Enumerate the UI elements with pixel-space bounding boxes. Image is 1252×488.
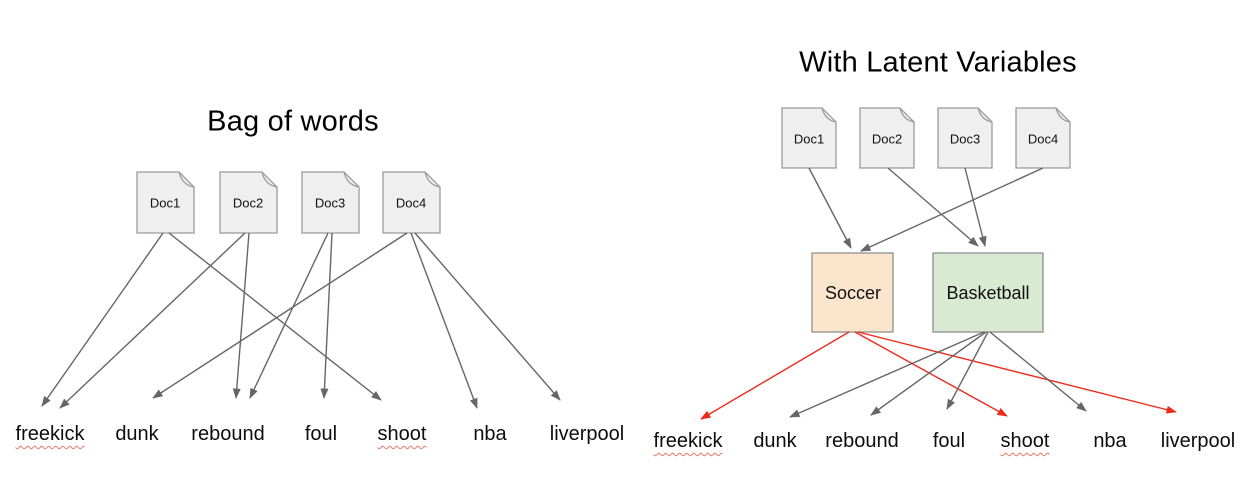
- arrow-doc2-basketball: [887, 167, 979, 247]
- doc-shape: [136, 171, 195, 234]
- soccer-word-arrows: [700, 331, 1177, 420]
- doc-fold-icon: [821, 107, 837, 123]
- arrow-soccer-freekick: [700, 331, 850, 420]
- arrow-doc4-dunk: [152, 232, 408, 399]
- arrow-doc1-shoot: [168, 232, 382, 401]
- basketball-word-arrows: [789, 331, 1087, 418]
- word-label-liverpool: liverpool: [549, 423, 625, 445]
- left-arrows: [41, 232, 561, 409]
- arrow-doc2-freekick: [59, 232, 246, 409]
- doc-label: Doc4: [1027, 131, 1059, 147]
- doc-fold-icon: [424, 171, 441, 188]
- right-diagram-title: With Latent Variables: [799, 46, 1077, 79]
- doc-label: Doc2: [871, 131, 903, 147]
- doc-fold-icon: [343, 171, 360, 188]
- basketball-box-label: Basketball: [946, 283, 1030, 303]
- doc-label: Doc2: [232, 195, 264, 211]
- arrow-doc3-foul: [320, 232, 333, 399]
- word-label-nba: nba: [473, 423, 507, 445]
- arrow-doc1-freekick: [41, 232, 164, 407]
- arrow-basketball-foul: [946, 331, 989, 410]
- word-label-rebound: rebound: [825, 430, 899, 452]
- word-label-nba: nba: [1093, 430, 1127, 452]
- arrow-doc2-rebound: [232, 232, 250, 399]
- arrow-soccer-liverpool: [857, 331, 1177, 414]
- doc-fold-icon: [261, 171, 278, 188]
- doc-label: Doc3: [949, 131, 981, 147]
- doc-label: Doc1: [793, 131, 825, 147]
- arrow-doc1-soccer: [808, 167, 852, 249]
- doc-fold-icon: [899, 107, 915, 123]
- word-label-dunk: dunk: [115, 423, 159, 445]
- soccer-box: [811, 252, 894, 333]
- doc-label: Doc4: [395, 195, 427, 211]
- right-doc-topic-arrows: [808, 167, 1044, 252]
- word-label-rebound: rebound: [191, 423, 265, 445]
- word-label-liverpool: liverpool: [1160, 430, 1236, 452]
- right-doc-shapes: [781, 107, 1071, 169]
- doc-shape: [781, 107, 837, 169]
- word-label-foul: foul: [932, 430, 966, 452]
- doc-fold-icon: [977, 107, 993, 123]
- word-label-freekick: freekick: [653, 430, 723, 452]
- doc-shape: [382, 171, 441, 234]
- left-diagram-title: Bag of words: [207, 105, 379, 138]
- doc-label: Doc1: [149, 195, 181, 211]
- word-label-dunk: dunk: [753, 430, 797, 452]
- word-label-foul: foul: [304, 423, 338, 445]
- arrow-basketball-dunk: [789, 331, 985, 418]
- arrow-doc3-rebound: [249, 232, 329, 399]
- doc-fold-icon: [1055, 107, 1071, 123]
- arrow-basketball-rebound: [870, 331, 987, 416]
- arrow-doc4-nba: [410, 232, 478, 409]
- left-doc-shapes: [136, 171, 441, 234]
- arrow-soccer-shoot: [854, 331, 1008, 417]
- arrow-doc4-soccer: [860, 167, 1044, 252]
- doc-shape: [1015, 107, 1071, 169]
- doc-shape: [937, 107, 993, 169]
- word-label-freekick: freekick: [15, 423, 85, 445]
- soccer-box-label: Soccer: [824, 283, 882, 303]
- doc-fold-icon: [178, 171, 195, 188]
- doc-shape: [859, 107, 915, 169]
- arrow-doc4-liverpool: [414, 232, 561, 401]
- word-label-shoot: shoot: [377, 423, 427, 445]
- word-label-shoot: shoot: [1000, 430, 1050, 452]
- doc-label: Doc3: [314, 195, 346, 211]
- arrow-basketball-nba: [989, 331, 1087, 412]
- arrow-doc3-basketball: [964, 167, 987, 247]
- doc-shape: [219, 171, 278, 234]
- doc-shape: [301, 171, 360, 234]
